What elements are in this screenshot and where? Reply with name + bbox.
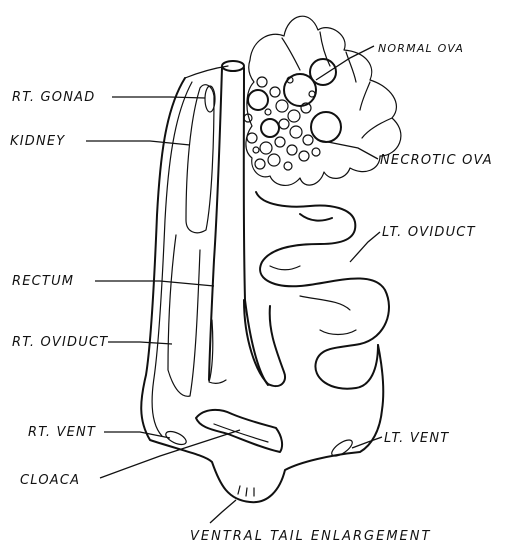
leader-cloaca xyxy=(100,430,240,478)
leader-rt-oviduct xyxy=(108,342,172,344)
label-rt-gonad: RT. GONAD xyxy=(12,90,95,105)
body-outline xyxy=(141,78,383,502)
left-oviduct xyxy=(244,192,389,389)
rectum-left-wall xyxy=(209,68,222,380)
normal-ovum-2 xyxy=(310,59,336,85)
label-lt-vent: LT. VENT xyxy=(384,431,449,446)
kidney-outline xyxy=(186,85,214,233)
leader-ventral-tail xyxy=(210,500,236,523)
normal-ovum-3 xyxy=(311,112,341,142)
left-oviduct-loops xyxy=(270,266,356,335)
normal-ovum-5 xyxy=(261,119,279,137)
ovary-lobes xyxy=(282,32,392,138)
left-vent xyxy=(329,437,354,459)
label-cloaca: CLOACA xyxy=(20,473,80,488)
tail-enlargement-detail xyxy=(238,486,254,496)
label-lt-oviduct: LT. OVIDUCT xyxy=(382,225,476,240)
label-rectum: RECTUM xyxy=(12,274,74,289)
leader-rt-gonad xyxy=(112,97,205,98)
leader-lt-oviduct xyxy=(350,232,380,262)
label-normal-ova: NORMAL OVA xyxy=(378,42,464,55)
label-rt-oviduct: RT. OVIDUCT xyxy=(12,335,108,350)
leader-kidney xyxy=(86,141,190,145)
body-inner-outline xyxy=(152,82,192,436)
right-oviduct xyxy=(168,235,200,396)
normal-ovum-4 xyxy=(248,90,268,110)
label-necrotic-ova: NECROTIC OVA xyxy=(380,153,493,168)
label-kidney: KIDNEY xyxy=(10,134,65,149)
label-ventral-tail: VENTRAL TAIL ENLARGEMENT xyxy=(190,529,431,544)
label-rt-vent: RT. VENT xyxy=(28,425,96,440)
